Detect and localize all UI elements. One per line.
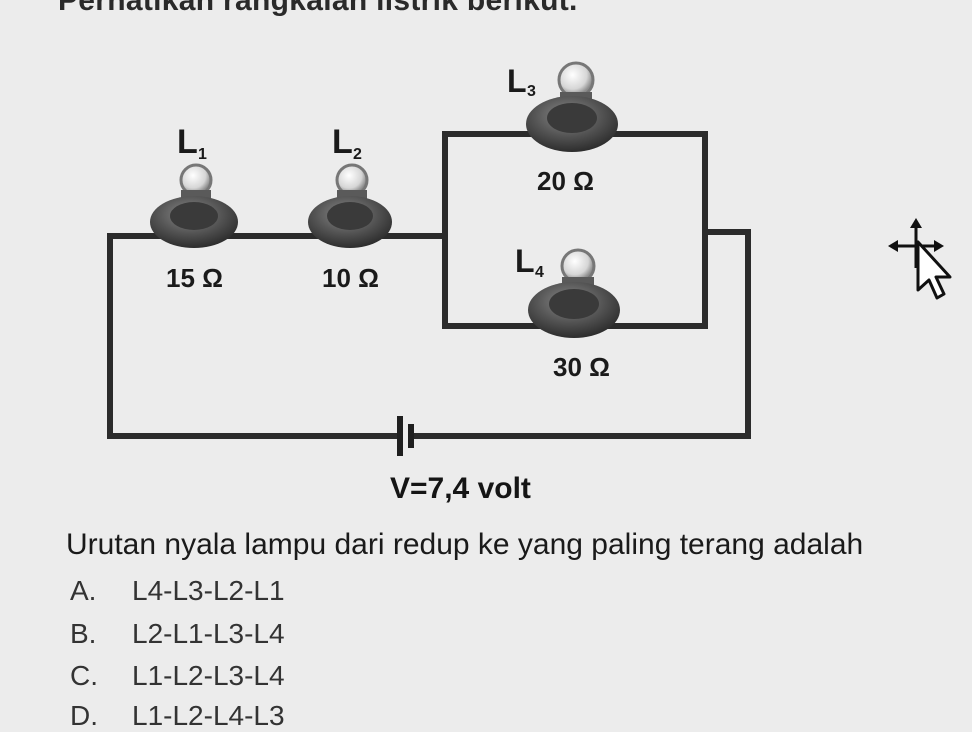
lamp-l2-subscript: 2 <box>353 146 362 163</box>
option-d-letter: D. <box>70 700 98 731</box>
lamp-l3-subscript: 3 <box>527 83 536 100</box>
lamp-l3-resistance: 20 Ω <box>537 166 594 196</box>
question-text: Urutan nyala lampu dari redup ke yang pa… <box>66 528 864 561</box>
option-d-sequence: L1-L2-L4-L3 <box>132 700 285 731</box>
lamp-l4-resistance: 30 Ω <box>553 352 610 382</box>
option-d[interactable]: D. L1-L2-L4-L3 <box>70 700 285 732</box>
option-a-letter: A. <box>70 575 97 606</box>
lamp-l4-label: L <box>515 243 535 279</box>
move-arrow-icon <box>888 218 952 300</box>
lamp-l1-resistance: 15 Ω <box>166 263 223 293</box>
circuit-wires <box>107 131 751 439</box>
lamp-l4: L 4 30 Ω <box>515 243 620 382</box>
lamp-l4-subscript: 4 <box>535 264 544 281</box>
option-c-letter: C. <box>70 660 98 691</box>
lamp-l2: L 2 10 Ω <box>308 123 392 293</box>
battery-symbol <box>397 416 414 456</box>
voltage-label: V=7,4 volt <box>390 472 531 505</box>
option-c-sequence: L1-L2-L3-L4 <box>132 660 285 691</box>
option-b-letter: B. <box>70 618 97 649</box>
option-b-sequence: L2-L1-L3-L4 <box>132 618 285 649</box>
lamp-l3-label: L <box>507 63 527 99</box>
option-a[interactable]: A. L4-L3-L2-L1 <box>70 575 285 607</box>
lamp-l2-label: L <box>332 123 353 161</box>
option-c[interactable]: C. L1-L2-L3-L4 <box>70 660 285 692</box>
option-a-sequence: L4-L3-L2-L1 <box>132 575 285 606</box>
option-b[interactable]: B. L2-L1-L3-L4 <box>70 618 285 650</box>
lamp-l2-resistance: 10 Ω <box>322 263 379 293</box>
lamp-l3: L 3 20 Ω <box>507 61 618 196</box>
instruction-text: Perhatikan rangkaian listrik berikut. <box>58 0 578 17</box>
lamp-l1-label: L <box>177 123 198 161</box>
lamp-l1: L 1 15 Ω <box>150 123 238 293</box>
lamp-l1-subscript: 1 <box>198 146 207 163</box>
